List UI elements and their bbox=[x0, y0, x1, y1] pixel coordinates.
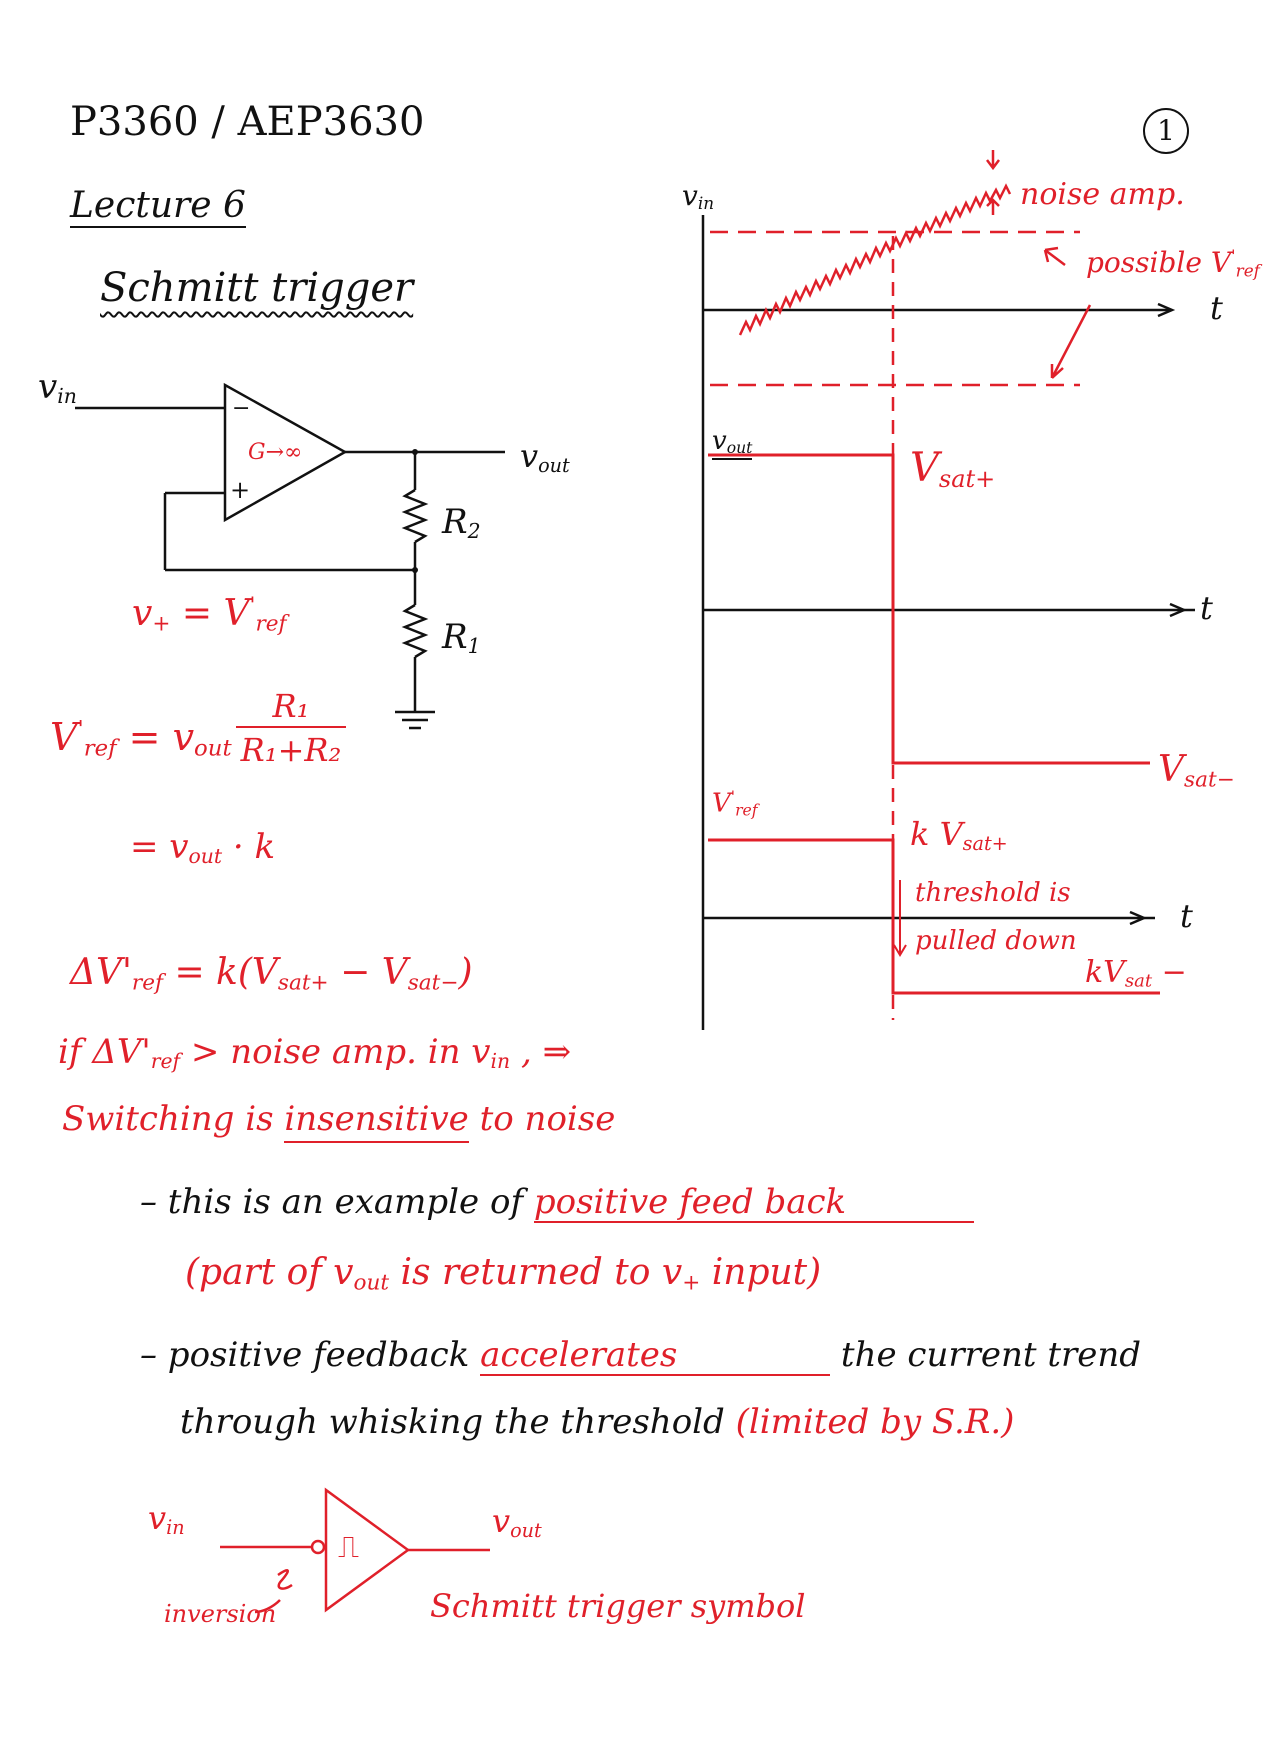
page-number-badge: 1 bbox=[1143, 108, 1189, 154]
note-line-2: Switching is insensitive to noise bbox=[62, 1099, 615, 1143]
bullet-2-line-2: through whisking the threshold (limited … bbox=[180, 1402, 1015, 1442]
lecture-title: Lecture 6 bbox=[70, 185, 246, 228]
noise-amp-label: noise amp. bbox=[1020, 177, 1185, 212]
vref-graph-red bbox=[708, 838, 1160, 995]
r2-label: R2 bbox=[442, 502, 481, 544]
vref-k-equation: = vout · k bbox=[130, 827, 276, 869]
vsat-minus-label: Vsat− bbox=[1158, 749, 1235, 793]
bullet-1-paren: (part of vout is returned to v+ input) bbox=[185, 1252, 822, 1296]
symbol-caption: Schmitt trigger symbol bbox=[430, 1587, 806, 1625]
bullet-1: – this is an example of positive feed ba… bbox=[140, 1185, 974, 1223]
possible-vref-label: possible V'ref bbox=[1086, 246, 1260, 281]
vout-graph-red bbox=[708, 453, 1150, 765]
gain-label: G→∞ bbox=[248, 440, 303, 465]
minus-input-sign: − bbox=[232, 396, 251, 421]
threshold-note-2: pulled down bbox=[915, 926, 1077, 956]
vplus-equals-vref: v+ = V'ref bbox=[132, 592, 287, 637]
hysteresis-glyph: ⎍ bbox=[338, 1530, 359, 1565]
plus-input-sign: + bbox=[230, 476, 251, 504]
r1-label: R1 bbox=[442, 617, 481, 659]
course-code: P3360 / AEP3630 bbox=[70, 99, 425, 145]
vout-axis-label: vout bbox=[712, 426, 753, 460]
kvsat-plus-label: k Vsat+ bbox=[910, 815, 1008, 855]
vin-axis-label: vin bbox=[682, 179, 715, 214]
bullet-2: – positive feedback accelerates the curr… bbox=[140, 1335, 1142, 1376]
vout-waveform bbox=[708, 453, 1150, 765]
noisy-vin-curve bbox=[738, 183, 1012, 336]
vref-fraction: R₁ R₁+R₂ bbox=[236, 690, 346, 766]
output-label: vout bbox=[520, 437, 570, 477]
topic-title: Schmitt trigger bbox=[100, 265, 414, 311]
vsat-plus-label: Vsat+ bbox=[910, 445, 996, 493]
fraction-denominator: R₁+R₂ bbox=[240, 731, 342, 769]
vref-graph bbox=[703, 910, 1155, 926]
opamp-triangle bbox=[223, 382, 348, 523]
vref-waveform bbox=[708, 838, 1160, 995]
opamp-circuit bbox=[75, 382, 505, 730]
vout-t-label: t bbox=[1200, 589, 1213, 627]
vref-t-label: t bbox=[1180, 897, 1193, 935]
vin-t-label: t bbox=[1210, 289, 1223, 327]
resistor-r2 bbox=[401, 488, 429, 544]
delta-vref-equation: ΔV'ref = k(Vsat+ − Vsat−) bbox=[70, 952, 473, 996]
symbol-vout-label: vout bbox=[492, 1502, 542, 1542]
vref-axis-label: V'ref bbox=[712, 788, 758, 820]
schmitt-symbol bbox=[220, 1487, 490, 1614]
symbol-vin-label: vin bbox=[148, 1499, 185, 1539]
inversion-label: inversion bbox=[164, 1600, 277, 1628]
threshold-note-1: threshold is bbox=[915, 878, 1071, 908]
resistor-r1 bbox=[401, 603, 429, 659]
note-line-1: if ΔV'ref > noise amp. in vin , ⇒ bbox=[58, 1032, 572, 1074]
page-number: 1 bbox=[1157, 114, 1175, 147]
input-label: vin bbox=[38, 367, 77, 409]
fraction-numerator: R₁ bbox=[236, 690, 346, 728]
vout-graph bbox=[703, 602, 1195, 618]
vref-equation-lhs: V'ref = vout bbox=[50, 715, 232, 762]
kvsat-minus-label: kVsat − bbox=[1085, 955, 1187, 994]
